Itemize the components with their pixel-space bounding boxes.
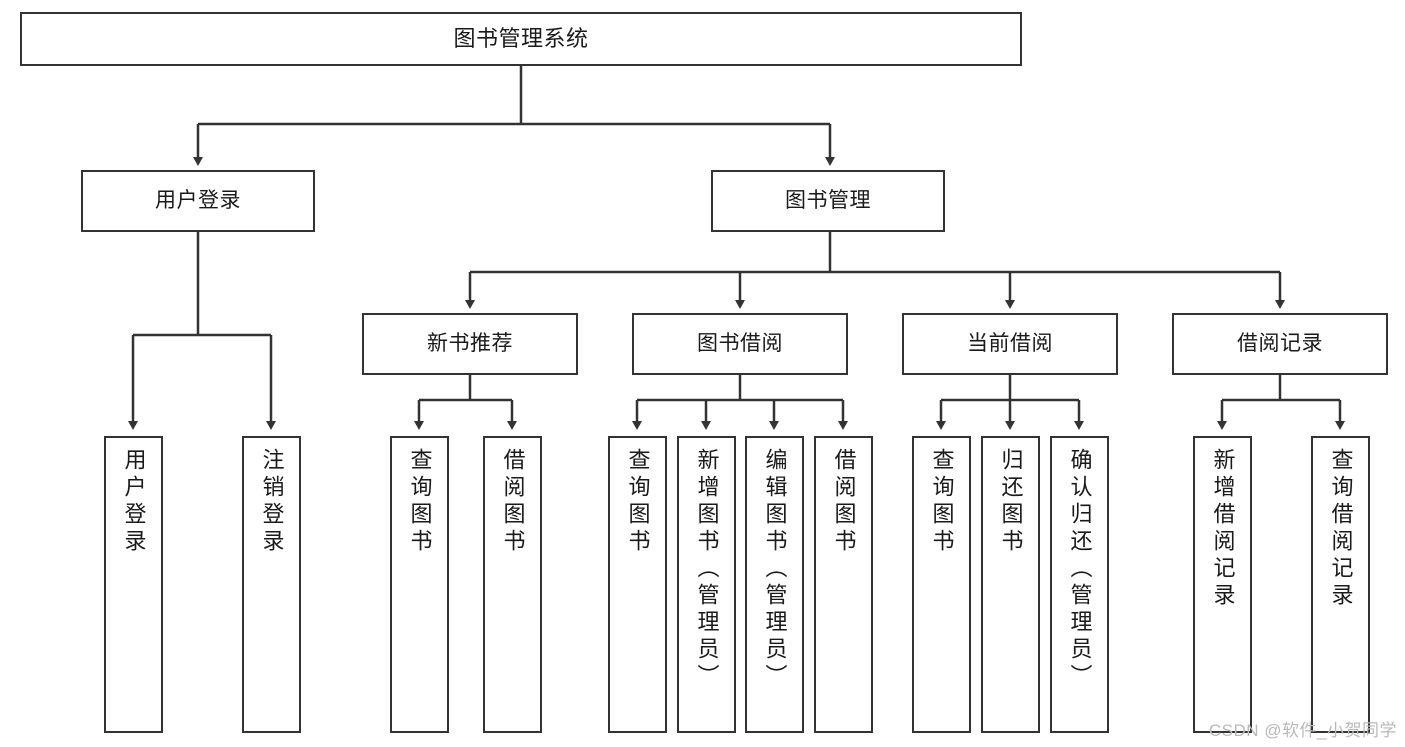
node-current-borrow-label: 当前借阅	[967, 331, 1053, 355]
leaf-current-return-book[interactable]: 归还图书	[981, 436, 1040, 733]
leaf-borrow-borrow-book[interactable]: 借阅图书	[814, 436, 873, 733]
node-new-book-recommend-label: 新书推荐	[427, 331, 513, 355]
leaf-record-add-record[interactable]: 新增借阅记录	[1193, 436, 1252, 733]
leaf-current-return-book-label: 归还图书	[998, 448, 1024, 556]
watermark-text: CSDN @软件_小贺同学	[1208, 721, 1397, 740]
leaf-borrow-edit-book-admin[interactable]: 编辑图书（管理员）	[745, 436, 804, 733]
leaf-record-add-record-label: 新增借阅记录	[1210, 448, 1236, 610]
node-current-borrow[interactable]: 当前借阅	[902, 313, 1118, 375]
leaf-borrow-edit-book-admin-label: 编辑图书（管理员）	[762, 448, 788, 691]
node-book-management-label: 图书管理	[785, 188, 871, 212]
leaf-user-login-logout[interactable]: 注销登录	[242, 436, 301, 733]
leaf-borrow-add-book-admin[interactable]: 新增图书（管理员）	[677, 436, 736, 733]
leaf-current-query-book-label: 查询图书	[929, 448, 955, 556]
leaf-user-login-login-label: 用户登录	[121, 448, 147, 556]
leaf-borrow-borrow-book-label: 借阅图书	[831, 448, 857, 556]
node-user-login[interactable]: 用户登录	[81, 170, 315, 232]
leaf-recommend-borrow-book-label: 借阅图书	[500, 448, 526, 556]
leaf-record-query-record[interactable]: 查询借阅记录	[1311, 436, 1370, 733]
leaf-user-login-login[interactable]: 用户登录	[104, 436, 163, 733]
node-book-borrow-label: 图书借阅	[697, 331, 783, 355]
leaf-user-login-logout-label: 注销登录	[259, 448, 285, 556]
leaf-borrow-add-book-admin-label: 新增图书（管理员）	[694, 448, 720, 691]
leaf-current-confirm-return-admin[interactable]: 确认归还（管理员）	[1050, 436, 1109, 733]
node-book-borrow[interactable]: 图书借阅	[632, 313, 848, 375]
node-new-book-recommend[interactable]: 新书推荐	[362, 313, 578, 375]
node-book-management[interactable]: 图书管理	[711, 170, 945, 232]
leaf-current-confirm-return-admin-label: 确认归还（管理员）	[1067, 448, 1093, 691]
leaf-current-query-book[interactable]: 查询图书	[912, 436, 971, 733]
leaf-borrow-query-book-label: 查询图书	[625, 448, 651, 556]
node-root-system[interactable]: 图书管理系统	[20, 12, 1022, 66]
leaf-recommend-borrow-book[interactable]: 借阅图书	[483, 436, 542, 733]
leaf-record-query-record-label: 查询借阅记录	[1328, 448, 1354, 610]
node-root-system-label: 图书管理系统	[453, 26, 589, 52]
node-borrow-record[interactable]: 借阅记录	[1172, 313, 1388, 375]
node-borrow-record-label: 借阅记录	[1237, 331, 1323, 355]
leaf-recommend-query-book-label: 查询图书	[407, 448, 433, 556]
leaf-recommend-query-book[interactable]: 查询图书	[390, 436, 449, 733]
leaf-borrow-query-book[interactable]: 查询图书	[608, 436, 667, 733]
node-user-login-label: 用户登录	[155, 188, 241, 212]
